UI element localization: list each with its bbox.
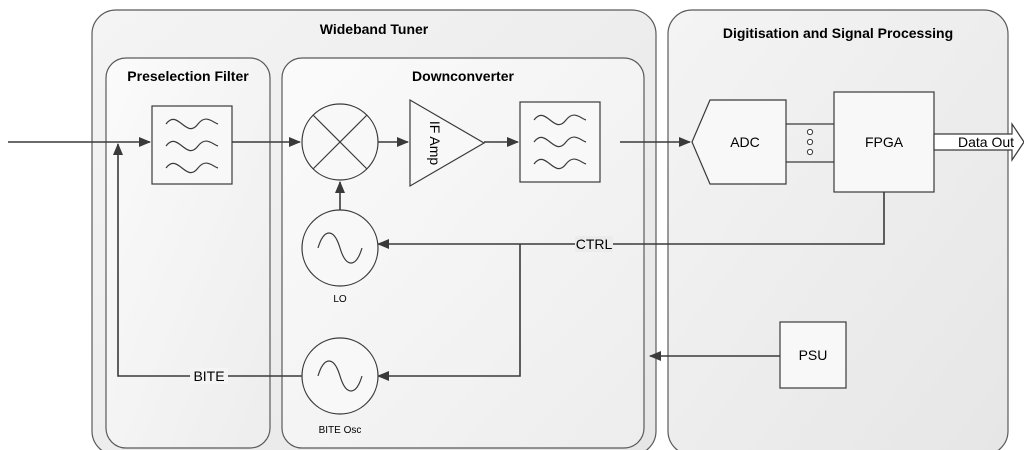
- fpga-label: FPGA: [865, 134, 904, 150]
- bite-osc-label: BITE Osc: [319, 425, 362, 436]
- psu-block: PSU: [779, 321, 847, 389]
- mixer-icon: [301, 103, 379, 181]
- if-amp-label: IF Amp: [427, 121, 443, 166]
- psu-label: PSU: [799, 347, 828, 363]
- lo-label: LO: [333, 294, 347, 305]
- preselection-filter-title: Preselection Filter: [127, 68, 249, 84]
- if-amp-block: IF Amp: [409, 98, 486, 188]
- adc-label: ADC: [730, 134, 760, 150]
- downconverter-title: Downconverter: [412, 68, 514, 84]
- filter-icon: [165, 118, 219, 174]
- ctrl-label: CTRL: [576, 236, 613, 252]
- ctrl-line: [377, 192, 885, 249]
- filter-icon: [533, 114, 587, 170]
- digitisation-title: Digitisation and Signal Processing: [723, 25, 953, 41]
- bite-label-bg: [190, 368, 228, 384]
- wideband-tuner-title: Wideband Tuner: [320, 21, 429, 37]
- ctrl-to-bite-line: [377, 244, 521, 381]
- if-filter-block: [519, 101, 601, 183]
- bite-label: BITE: [193, 368, 224, 384]
- bite-oscillator: BITE Osc: [301, 337, 379, 436]
- lo-oscillator: LO: [301, 209, 379, 305]
- ctrl-label-bg: [575, 236, 613, 252]
- fpga-block: FPGA: [833, 91, 935, 193]
- data-out-label: Data Out: [958, 134, 1014, 150]
- parallel-bus: [786, 123, 834, 163]
- bite-line: [113, 143, 302, 377]
- preselection-filter-block: [151, 105, 233, 185]
- adc-block: ADC: [691, 99, 787, 185]
- data-out-arrow: Data Out: [933, 122, 1024, 162]
